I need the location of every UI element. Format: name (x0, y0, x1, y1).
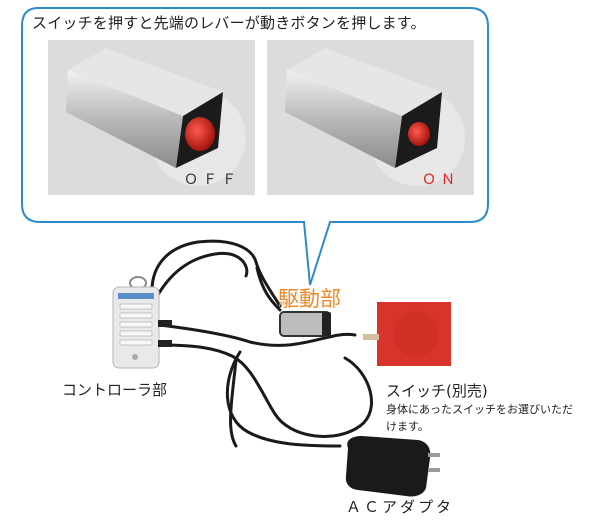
drive-unit-label: 駆動部 (278, 287, 341, 311)
drive-unit (279, 311, 331, 337)
switch-label: スイッチ(別売) (386, 382, 488, 400)
ac-adapter-label: ＡＣアダプタ (346, 498, 455, 516)
controller-label: コントローラ部 (62, 381, 168, 399)
on-label: ＯＮ (422, 172, 460, 188)
drive-unit-off-image (66, 48, 246, 186)
drive-unit-on-image (285, 48, 465, 186)
off-label: ＯＦＦ (184, 172, 241, 188)
photo-on-state: ＯＮ (267, 40, 474, 195)
ac-adapter (345, 436, 440, 497)
callout-caption: スイッチを押すと先端のレバーが動きボタンを押します。 (32, 14, 426, 32)
switch-pad (363, 302, 451, 366)
controller-unit (112, 276, 172, 369)
photo-off-state: ＯＦＦ (48, 40, 255, 195)
switch-note: 身体にあったスイッチをお選びいただけます。 (386, 403, 573, 433)
